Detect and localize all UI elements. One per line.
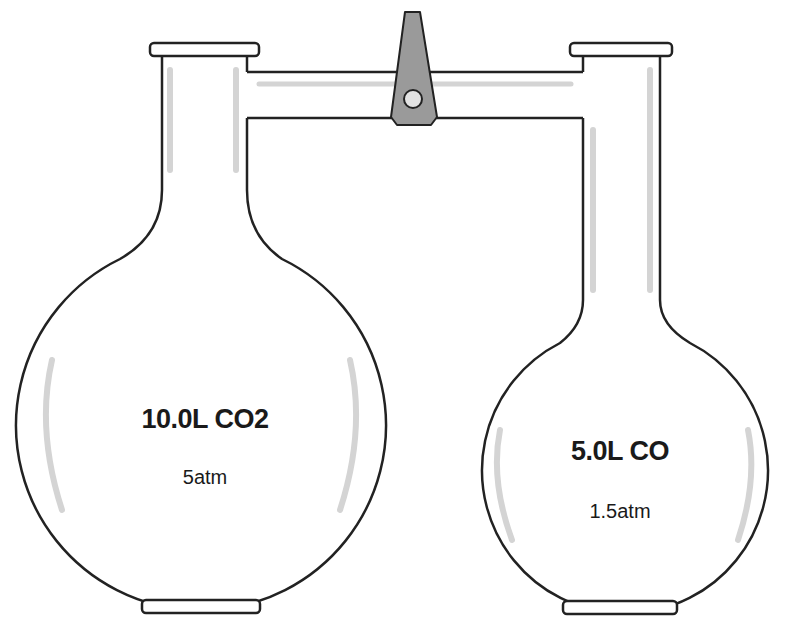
stopcock-bore <box>404 90 422 108</box>
flask-foot <box>142 600 260 613</box>
flask: 5.0L CO 1.5atm <box>476 40 772 630</box>
flask-wall <box>16 56 386 610</box>
flask-wall <box>582 56 585 72</box>
glass-shine <box>590 130 596 290</box>
glass-shine <box>738 430 751 540</box>
glass-shine <box>497 430 512 540</box>
flask-wall <box>246 56 249 72</box>
glass-shine <box>340 360 356 510</box>
gas-volume: 5.0L CO <box>571 436 669 467</box>
gas-volume: 10.0L CO2 <box>141 404 268 435</box>
glass-shine <box>647 70 653 290</box>
flask-outline <box>476 40 772 630</box>
glass-shine <box>233 70 239 170</box>
gas-pressure: 1.5atm <box>589 500 650 523</box>
stopcock-key <box>391 12 437 125</box>
flask-wall <box>482 56 768 613</box>
flask-lip <box>150 43 259 56</box>
glass-shine <box>46 360 62 510</box>
glass-shine <box>167 70 173 170</box>
flask: 10.0L CO2 5atm <box>12 40 392 630</box>
gas-pressure: 5atm <box>183 466 227 489</box>
flask-lip <box>570 43 672 56</box>
flask-outline <box>12 40 392 630</box>
flask-foot <box>563 601 677 614</box>
